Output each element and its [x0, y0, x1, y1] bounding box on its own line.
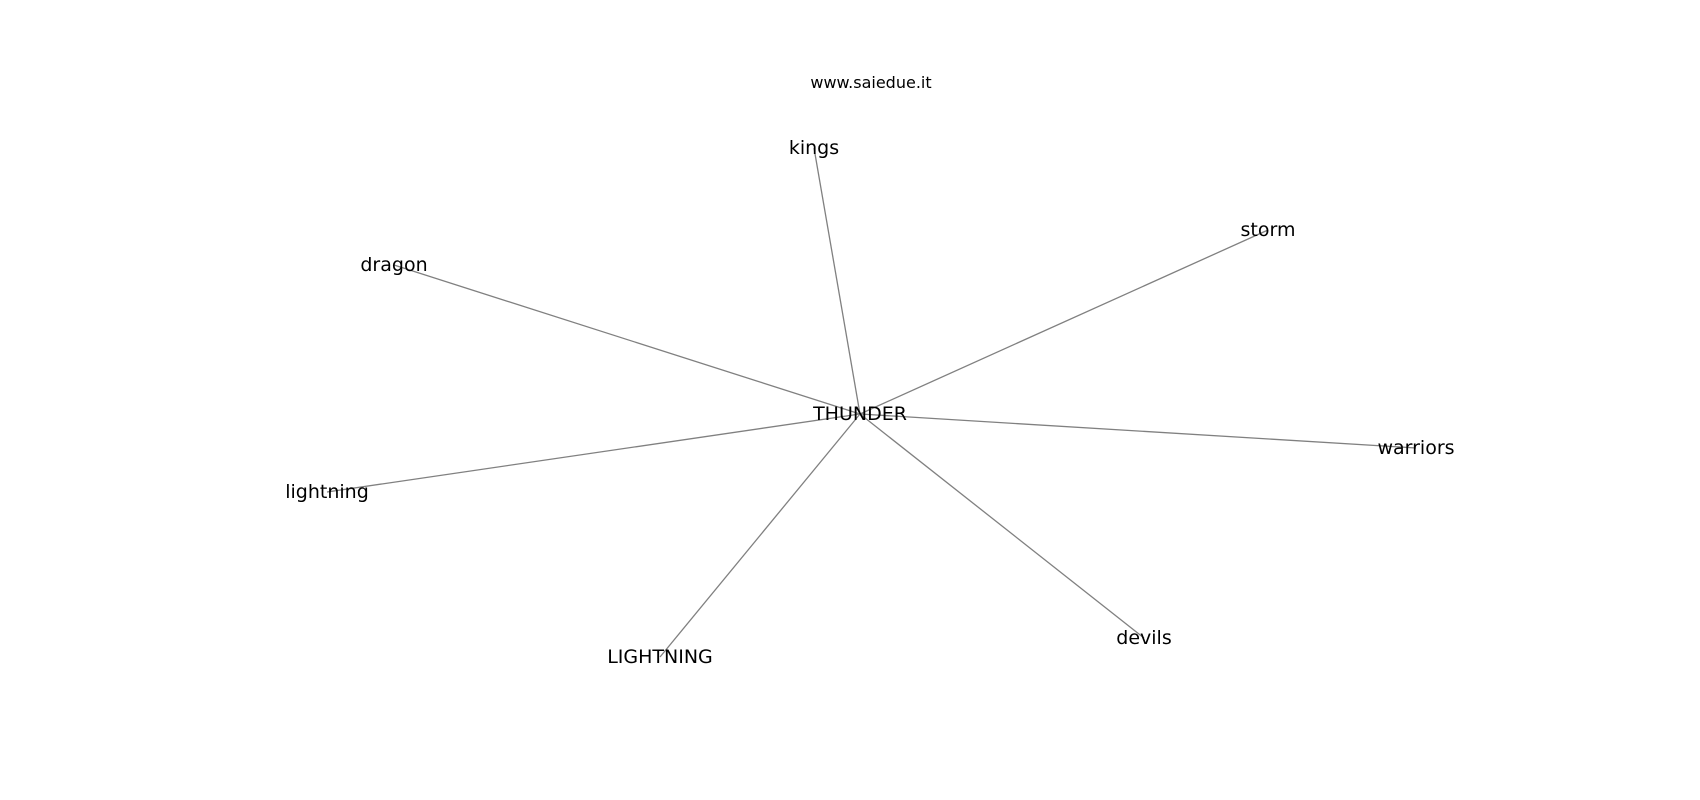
- edge-thunder-storm: [859, 229, 1269, 415]
- edge-thunder-lightning: [326, 413, 861, 493]
- edge-thunder-kings: [813, 147, 861, 415]
- node-label-storm: storm: [1241, 219, 1296, 241]
- node-label-lightning: lightning: [285, 481, 369, 503]
- node-label-thunder: THUNDER: [812, 403, 907, 425]
- edge-thunder-devils: [859, 413, 1145, 639]
- node-label-devils: devils: [1116, 627, 1171, 649]
- edge-thunder-dragon: [393, 264, 861, 415]
- edge-thunder-warriors: [859, 413, 1417, 449]
- edge-thunder-lightning: [659, 413, 861, 658]
- node-label-kings: kings: [789, 137, 839, 159]
- watermark-text: www.saiedue.it: [810, 73, 931, 92]
- node-label-warriors: warriors: [1377, 437, 1454, 459]
- graph-nodes: THUNDER kings storm dragon warriors lightning…: [285, 137, 1454, 668]
- node-label-lightning: LIGHTNING: [607, 646, 713, 668]
- node-label-dragon: dragon: [360, 254, 427, 276]
- graph-edges: [326, 147, 1417, 658]
